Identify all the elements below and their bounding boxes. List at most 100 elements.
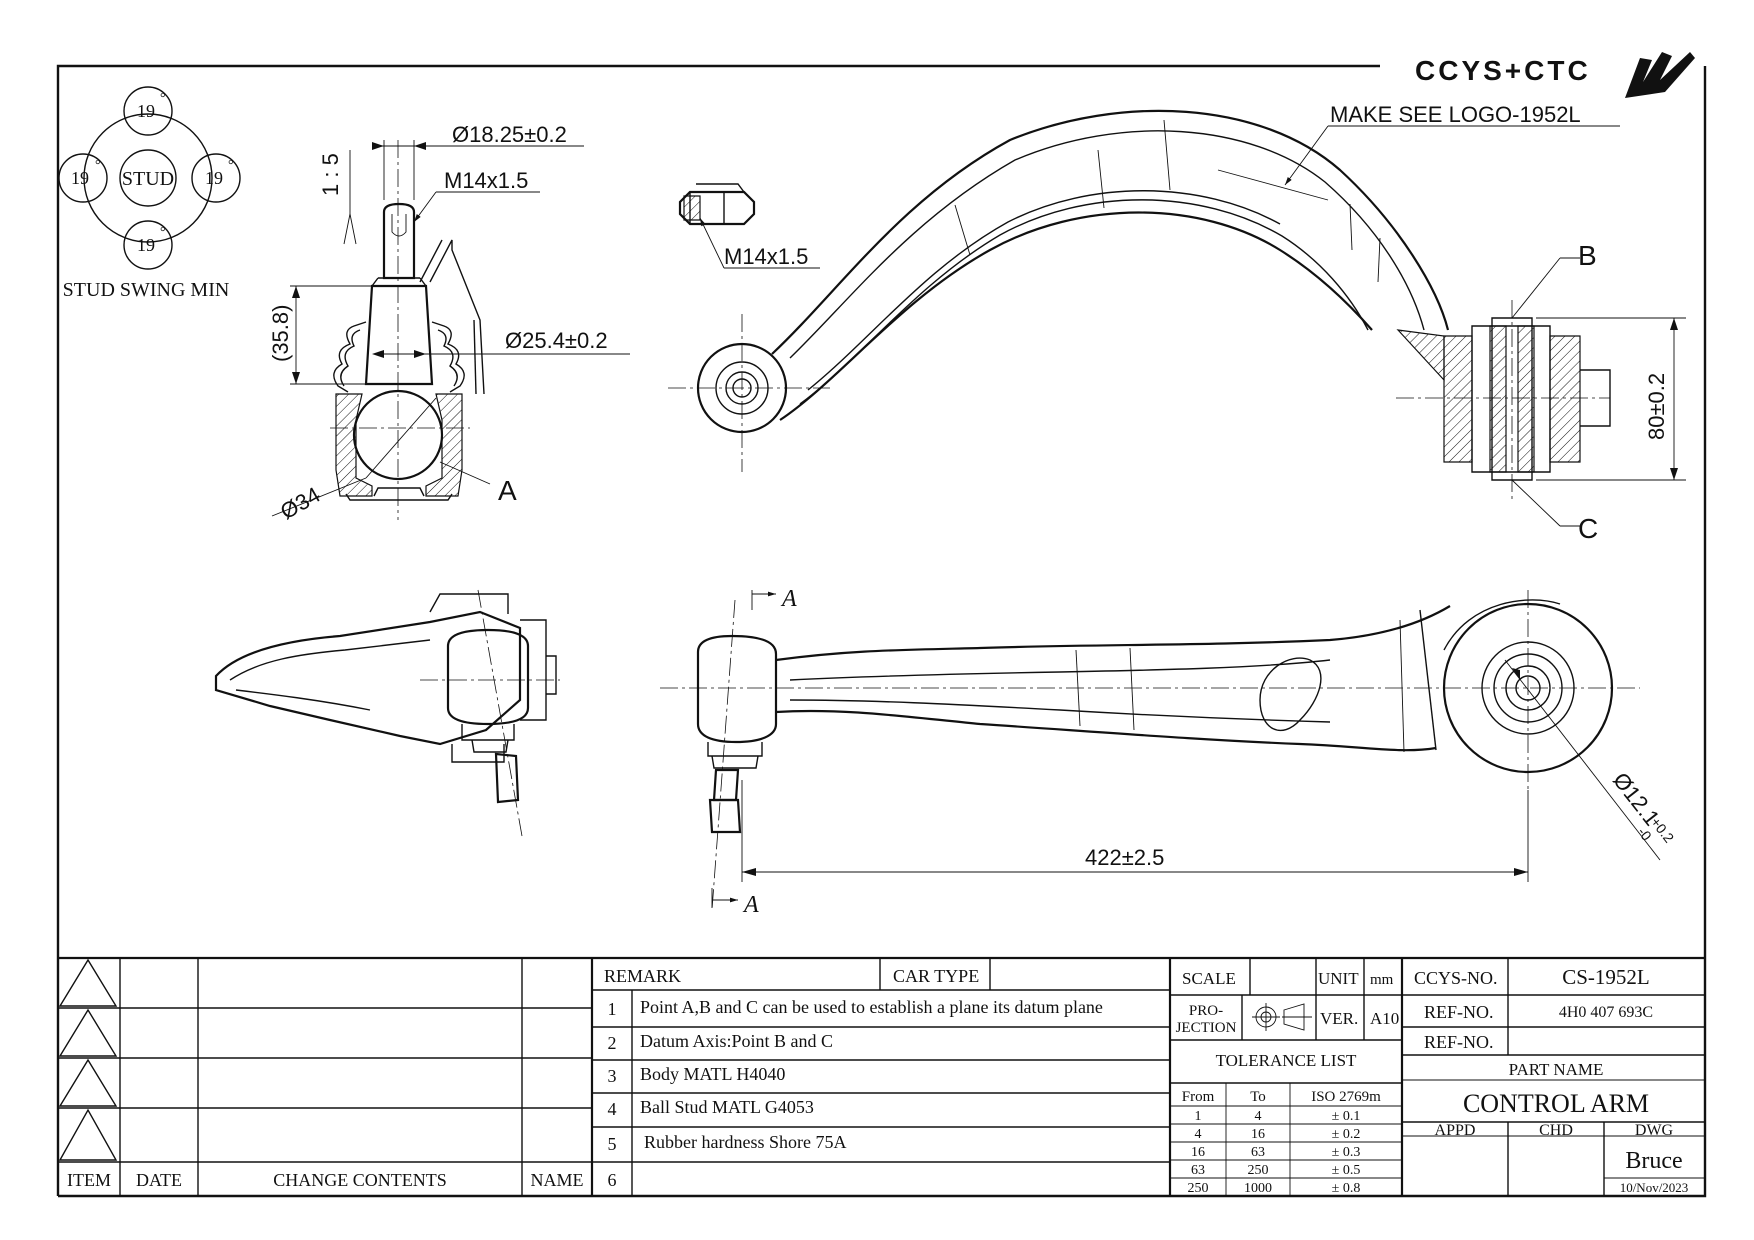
logo-note-text: MAKE SEE LOGO-1952L — [1330, 102, 1581, 127]
swing-center-label: STUD — [122, 168, 174, 190]
ball-joint-dimensions: Ø18.25±0.2 M14x1.5 Ø25.4±0.2 (35.8) Ø34 … — [268, 122, 630, 524]
tol-row-4-val: ± 0.5 — [1332, 1163, 1361, 1178]
tol-row-3-from: 16 — [1191, 1145, 1205, 1160]
company-logo: CCYS+CTC — [1415, 52, 1695, 98]
tol-row-3-to: 63 — [1251, 1145, 1265, 1160]
tol-row-5-from: 250 — [1188, 1181, 1209, 1196]
ccys-no-label: CCYS-NO. — [1414, 968, 1498, 988]
remark-num-5: 5 — [608, 1134, 617, 1154]
swing-degree-left: ° — [95, 158, 101, 173]
stud-swing-diagram: STUD 19 19 19 19 ° ° ° ° STUD SWING MIN — [58, 86, 241, 301]
ball-dia-dim: Ø34 — [276, 482, 325, 524]
part-name-value: CONTROL ARM — [1463, 1089, 1649, 1118]
remark-text-2: Datum Axis:Point B and C — [640, 1031, 833, 1051]
swing-degree-right: ° — [228, 158, 234, 173]
section-a-bottom-label: A — [742, 892, 759, 918]
stud-dia-dim: Ø18.25±0.2 — [452, 122, 567, 147]
drawn-by: Bruce — [1625, 1148, 1682, 1174]
projection-label-2: JECTION — [1176, 1020, 1237, 1036]
tol-row-2-val: ± 0.2 — [1332, 1127, 1361, 1142]
tol-row-3-val: ± 0.3 — [1332, 1145, 1361, 1160]
swing-angle-top: 19 — [137, 101, 155, 121]
scale-detail-label: 1 : 5 — [318, 153, 343, 196]
spec-table: SCALE UNIT mm PRO- JECTION VER. A10 TOLE… — [1176, 969, 1400, 1196]
remark-text-5: Rubber hardness Shore 75A — [644, 1132, 846, 1152]
swing-angle-left: 19 — [71, 168, 89, 188]
tol-row-2-to: 16 — [1251, 1127, 1265, 1142]
tol-row-5-to: 1000 — [1244, 1181, 1272, 1196]
swing-angle-right: 19 — [205, 168, 223, 188]
nut-thread-dim: M14x1.5 — [724, 244, 808, 269]
projection-label-1: PRO- — [1189, 1003, 1223, 1019]
remark-text-1: Point A,B and C can be used to establish… — [640, 997, 1103, 1017]
rev-header-change: CHANGE CONTENTS — [273, 1170, 447, 1190]
tolerance-title: TOLERANCE LIST — [1216, 1051, 1357, 1070]
top-view-dimensions: B C 80±0.2 — [1511, 240, 1686, 544]
rev-header-date: DATE — [136, 1170, 182, 1190]
tol-row-1-val: ± 0.1 — [1332, 1109, 1361, 1124]
ball-joint-section — [330, 140, 485, 520]
length-dim: 422±2.5 — [1085, 845, 1164, 870]
remark-text-3: Body MATL H4040 — [640, 1064, 785, 1084]
tol-header-iso: ISO 2769m — [1311, 1089, 1381, 1105]
remarks-table: REMARK CAR TYPE 1 Point A,B and C can be… — [604, 966, 1103, 1190]
point-b-label: B — [1578, 240, 1597, 271]
swing-degree-bottom: ° — [160, 225, 166, 240]
remark-num-4: 4 — [608, 1099, 617, 1119]
arm-end-view — [214, 589, 560, 837]
rev-header-item: ITEM — [67, 1170, 111, 1190]
tol-header-to: To — [1250, 1089, 1266, 1105]
tol-header-from: From — [1182, 1089, 1215, 1105]
front-view-dimensions: A A 422±2.5 Ø12.1 +0.2 -0 — [711, 586, 1677, 918]
drawing-date: 10/Nov/2023 — [1620, 1180, 1689, 1195]
logo-text: CCYS+CTC — [1415, 55, 1591, 86]
revision-table-headers: ITEM DATE CHANGE CONTENTS NAME — [67, 1170, 584, 1190]
tol-row-2-from: 4 — [1195, 1127, 1202, 1142]
boot-dia-dim: Ø25.4±0.2 — [505, 328, 608, 353]
swing-degree-top: ° — [160, 91, 166, 106]
swing-caption: STUD SWING MIN — [63, 279, 230, 301]
unit-value: mm — [1370, 972, 1394, 988]
tol-row-1-to: 4 — [1255, 1109, 1262, 1124]
tol-row-4-to: 250 — [1248, 1163, 1269, 1178]
unit-label: UNIT — [1318, 969, 1359, 988]
remark-num-1: 1 — [608, 999, 617, 1019]
ref-no-value: 4H0 407 693C — [1559, 1004, 1653, 1021]
chd-label: CHD — [1539, 1122, 1573, 1139]
remark-text-4: Ball Stud MATL G4053 — [640, 1097, 814, 1117]
ref-height-dim: (35.8) — [268, 305, 293, 362]
swing-angle-bottom: 19 — [137, 235, 155, 255]
remark-num-6: 6 — [608, 1170, 617, 1190]
appd-label: APPD — [1435, 1122, 1476, 1139]
title-block: CCYS-NO. CS-1952L REF-NO. 4H0 407 693C R… — [1414, 965, 1688, 1195]
title-block-grid — [58, 956, 1705, 1196]
section-a-top-label: A — [780, 586, 797, 612]
stud-thread-dim: M14x1.5 — [444, 168, 528, 193]
car-type-label: CAR TYPE — [893, 966, 979, 986]
ref-no-label: REF-NO. — [1424, 1002, 1494, 1022]
remark-num-2: 2 — [608, 1033, 617, 1053]
ver-value: A10 — [1370, 1009, 1399, 1028]
remark-label: REMARK — [604, 966, 681, 986]
point-a-label: A — [498, 475, 517, 506]
scale-label: SCALE — [1182, 969, 1236, 988]
arm-top-view — [668, 109, 1611, 500]
nut-detail: M14x1.5 — [678, 183, 820, 269]
tol-row-4-from: 63 — [1191, 1163, 1205, 1178]
tol-row-1-from: 1 — [1195, 1109, 1202, 1124]
part-name-label: PART NAME — [1509, 1060, 1604, 1079]
remark-num-3: 3 — [608, 1066, 617, 1086]
arm-front-view — [660, 590, 1640, 911]
projection-symbol — [1252, 1003, 1312, 1031]
sheet-frame — [56, 64, 1707, 1198]
ver-label: VER. — [1320, 1009, 1358, 1028]
dwg-label: DWG — [1635, 1122, 1674, 1139]
tol-row-5-val: ± 0.8 — [1332, 1181, 1361, 1196]
point-c-label: C — [1578, 513, 1598, 544]
bushing-height-dim: 80±0.2 — [1644, 373, 1669, 440]
ccys-no-value: CS-1952L — [1562, 965, 1650, 989]
ref-no-label-2: REF-NO. — [1424, 1032, 1494, 1052]
rev-header-name: NAME — [531, 1170, 584, 1190]
logo-note: MAKE SEE LOGO-1952L — [1284, 102, 1620, 186]
